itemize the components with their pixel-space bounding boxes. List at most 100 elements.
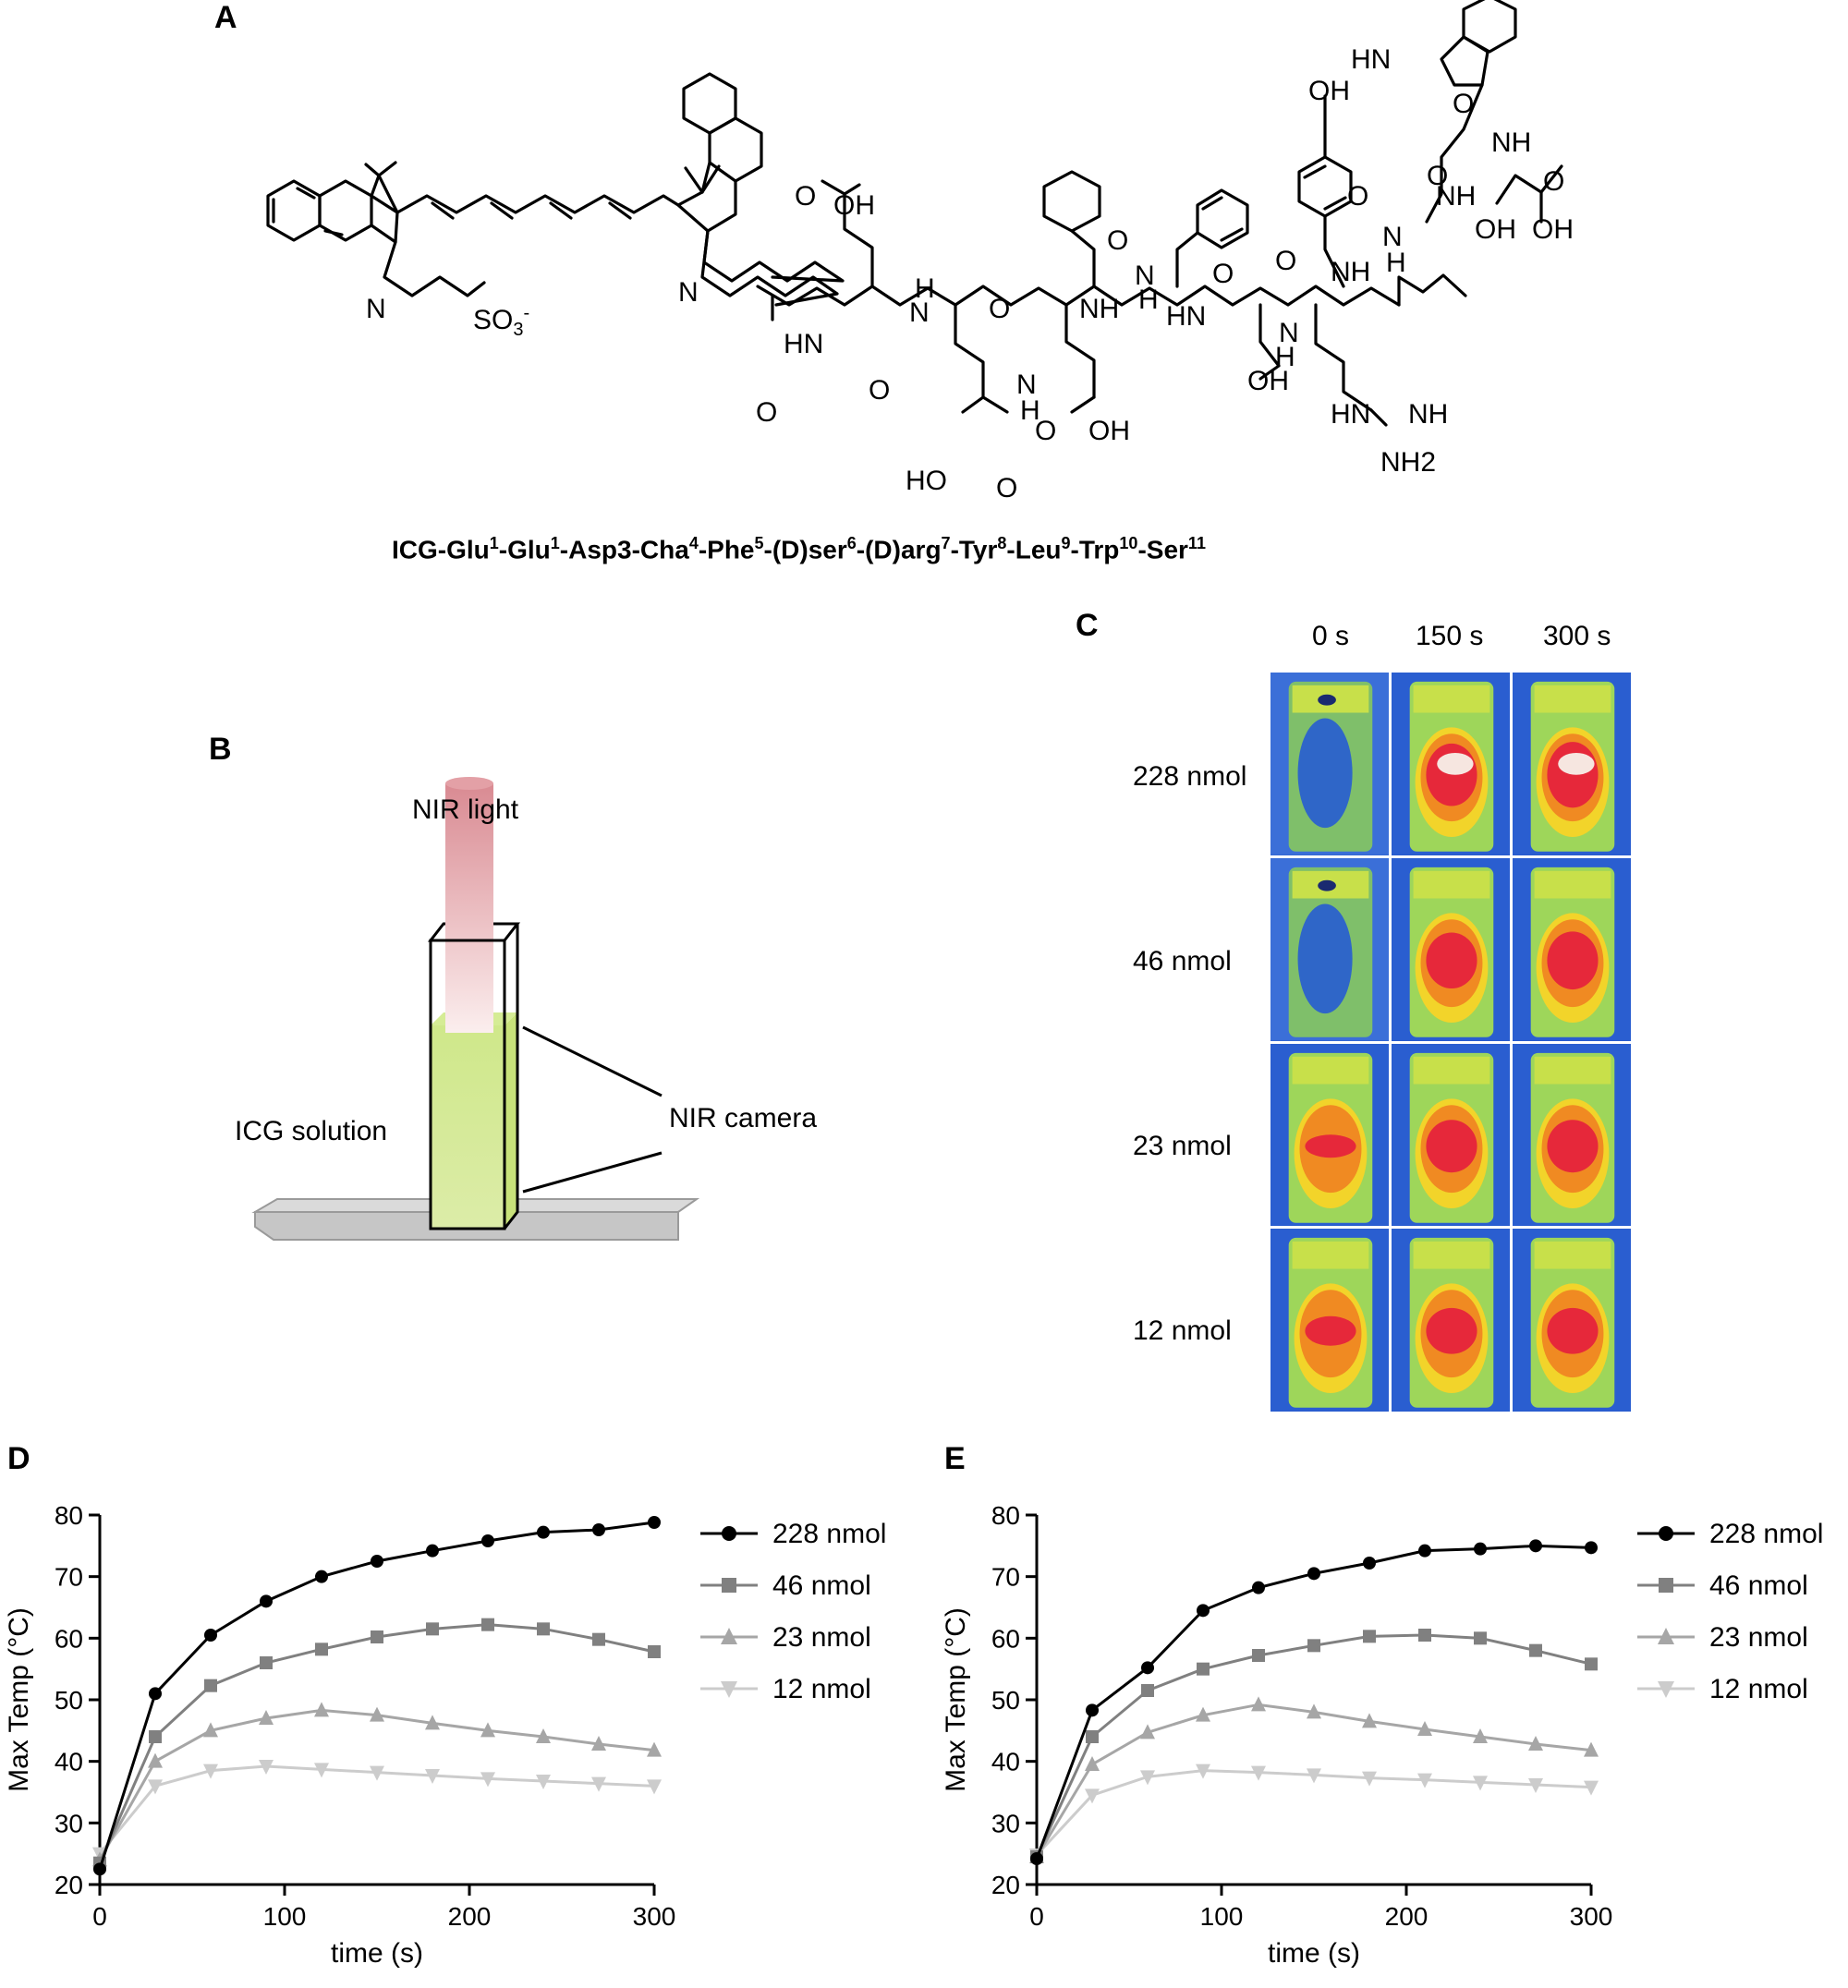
data-point [1196,1764,1210,1779]
atom-asp-oh: OH [1088,416,1130,446]
atom-carbonyl-o6: O [1275,246,1297,276]
atom-n-9: N [1382,222,1403,252]
thermal-image-cell [1270,857,1389,1041]
data-point [721,1628,737,1644]
data-point [260,1594,273,1608]
sulfonate-text: SO [473,305,514,335]
data-point [1197,1604,1210,1618]
atom-carbonyl-o5: O [1212,259,1234,289]
caption-part: ICG-Glu [392,535,490,564]
atom-n-3: N [1016,370,1037,400]
atom-asp-o: O [1035,416,1057,446]
time-label-300: 300 s [1543,621,1611,651]
data-point [1086,1730,1099,1743]
thermal-image-grid [1270,673,1631,1412]
legend-label: 12 nmol [772,1674,871,1704]
chemical-structure [266,0,1563,427]
data-point [315,1643,328,1656]
legend-label: 12 nmol [1709,1674,1808,1704]
data-point [722,1578,736,1593]
caption-superscript: 10 [1119,534,1138,552]
data-point [315,1570,328,1583]
atom-h-2: H [915,273,935,304]
heat-top [1292,1242,1369,1269]
data-point [592,1632,605,1646]
heat-zone-cool [1297,903,1353,1013]
heat-top [1534,870,1611,899]
dose-label-12: 12 nmol [1133,1315,1232,1346]
thermal-image-cell [1392,1229,1510,1412]
data-point [480,1772,495,1788]
data-point [1252,1581,1265,1594]
atom-nh-10: NH [1436,181,1477,212]
heat-zone-red [1547,742,1599,808]
y-tick-label: 70 [55,1563,83,1592]
data-point [1658,1681,1674,1698]
data-point [647,1741,662,1757]
x-tick-label: 100 [1200,1902,1244,1931]
polymethine-chain [395,194,680,214]
thermal-heatmap [1392,1229,1510,1412]
atom-ser-oh: OH [1247,366,1289,396]
atom-carbonyl-o7: O [1347,181,1369,212]
left-benzo-ring-outer [266,179,322,242]
data-point [1529,1643,1542,1657]
thermal-heatmap [1392,857,1510,1041]
caption-part: -Trp [1070,535,1120,564]
data-point [481,1618,494,1631]
data-point [148,1779,163,1795]
thermal-image-cell [1270,1229,1389,1412]
atom-n-5: N [1135,261,1155,291]
thermal-heatmap [1270,1043,1389,1227]
dose-label-228: 228 nmol [1133,761,1247,792]
data-point [1307,1703,1321,1719]
data-point [1418,1544,1431,1558]
data-point [1307,1639,1320,1653]
atom-nh-11: NH [1491,127,1532,158]
data-point [370,1765,384,1781]
data-point [1528,1736,1543,1751]
data-point [1085,1788,1100,1804]
dose-label-46: 46 nmol [1133,946,1232,976]
thermal-heatmap [1392,1043,1510,1227]
y-tick-label: 50 [55,1686,83,1715]
data-point [149,1730,162,1743]
y-axis-label: Max Temp (°C) [4,1607,34,1792]
atom-arg-nh2: NH2 [1380,447,1437,478]
caption-part: -Tyr [950,535,998,564]
atom-indole-hn: HN [1351,44,1392,75]
atom-carbonyl-o8: O [1427,161,1449,191]
x-axis-label: time (s) [331,1938,423,1969]
atom-carbonyl-o9: O [1453,89,1475,119]
cuvette-front [429,939,506,1230]
heat-top [1292,1056,1369,1085]
thermal-image-cell [1392,673,1510,855]
data-point [425,1769,440,1784]
atom-carbonyl-o4: O [1107,225,1129,256]
series-line [98,1521,655,1870]
right-benzo-ring-outer [682,72,737,135]
data-point [1085,1756,1100,1771]
series-line [98,1623,655,1864]
thermal-image-cell [1270,673,1389,855]
y-tick-label: 40 [55,1748,83,1776]
data-point [1251,1765,1266,1781]
data-point [536,1775,551,1789]
heat-zone-dark [1318,879,1336,891]
indole-five-ring [1440,35,1489,87]
panel-letter-d: D [7,1441,30,1476]
data-point [203,1722,218,1738]
data-point [537,1525,550,1539]
data-point [1251,1696,1266,1712]
thermal-heatmap [1270,673,1389,855]
atom-arg-nh: NH [1408,399,1449,430]
caption-part: -Glu [498,535,551,564]
series-line [1035,1633,1592,1858]
data-point [1252,1649,1265,1662]
time-label-0: 0 s [1312,621,1350,651]
indole-six-ring [1462,0,1517,54]
heat-zone-red [1547,1119,1599,1172]
data-point [480,1722,495,1738]
heat-zone-red [1426,1119,1477,1172]
heat-zone-cool [1297,718,1353,829]
